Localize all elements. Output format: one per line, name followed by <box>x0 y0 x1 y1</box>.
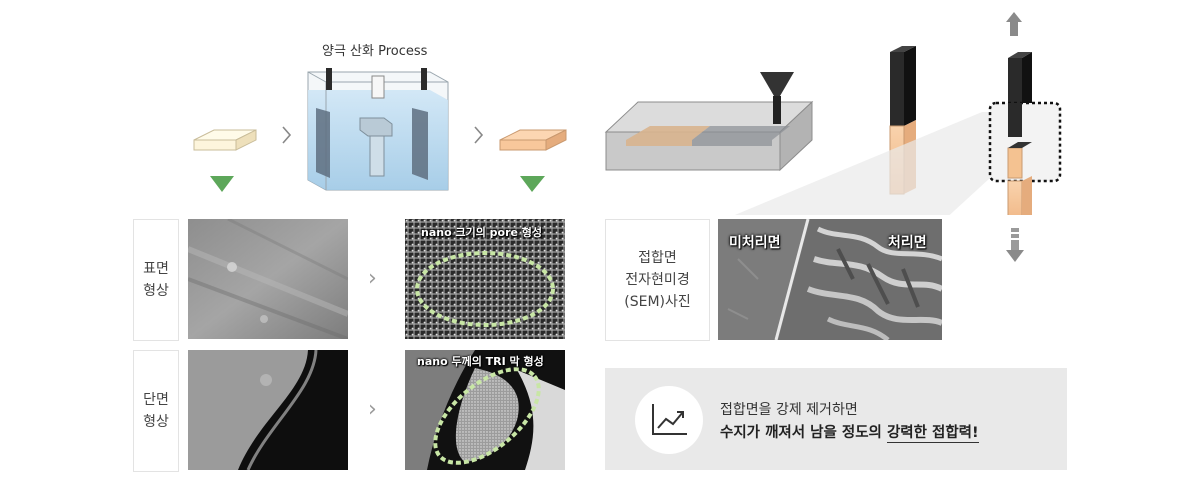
process-illustration <box>193 12 1062 215</box>
annotation-treated: 처리면 <box>888 235 927 251</box>
summary-emphasis: 강력한 접합력! <box>886 425 979 443</box>
summary-line-1: 접합면을 강제 제거하면 <box>720 402 858 418</box>
process-title: 양극 산화 Process <box>322 44 428 59</box>
summary-icon-circle <box>635 386 703 454</box>
surface-photo-untreated <box>188 219 348 339</box>
cross-section-photo-tri <box>405 350 565 470</box>
zoom-projection <box>734 112 1062 215</box>
row-label-surface: 표면 형상 <box>133 219 179 341</box>
annotation-pore: nano 크기의 pore 형성 <box>421 226 543 239</box>
summary-line-2-a: 수지가 깨져서 남을 정도의 <box>720 425 887 441</box>
separated-specimen <box>988 12 1062 215</box>
pull-down-arrow-icon <box>1006 228 1024 262</box>
summary-box: 접합면을 강제 제거하면 수지가 깨져서 남을 정도의 강력한 접합력! <box>605 368 1067 470</box>
sem-photo <box>718 219 942 340</box>
annotation-untreated: 미처리면 <box>729 235 781 251</box>
sem-label: 접합면 전자현미경 (SEM)사진 <box>605 219 710 341</box>
chevron-right-icon <box>474 126 484 144</box>
chevron-right-icon <box>282 126 292 144</box>
anodizing-tank <box>307 68 449 191</box>
treated-plate <box>499 129 567 151</box>
annotation-tri-film: nano 두께의 TRI 막 형성 <box>417 355 544 368</box>
down-arrow-icon <box>210 176 234 192</box>
chevron-right-icon: › <box>368 266 377 291</box>
plain-plate <box>193 129 257 151</box>
cross-section-photo-untreated <box>188 350 348 470</box>
injection-mold <box>604 72 814 172</box>
rising-chart-icon <box>652 404 687 435</box>
chevron-right-icon: › <box>368 397 377 422</box>
down-arrow-icon <box>520 176 545 192</box>
summary-line-2: 수지가 깨져서 남을 정도의 강력한 접합력! <box>720 421 979 443</box>
surface-photo-pores <box>405 219 565 339</box>
row-label-cross-section: 단면 형상 <box>133 350 179 472</box>
